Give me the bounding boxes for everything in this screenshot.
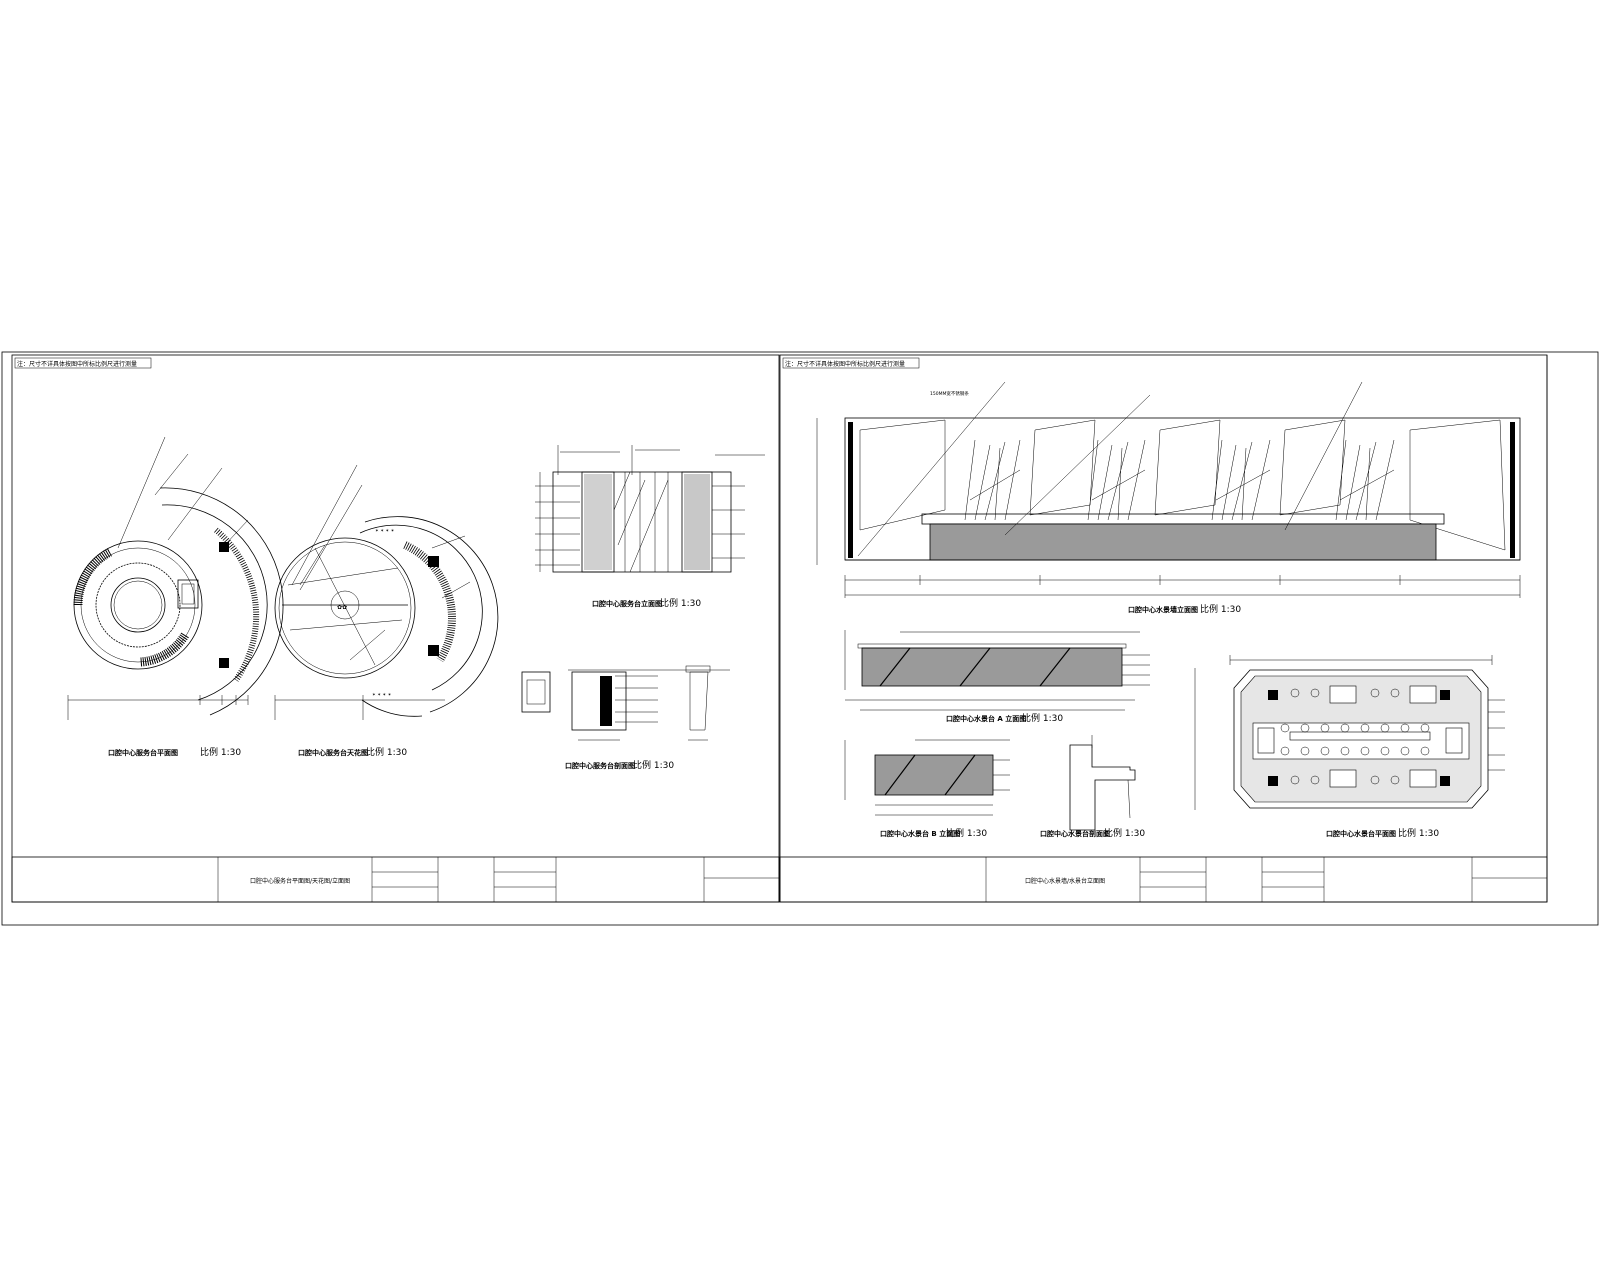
- caption-basin-b: 口腔中心水景台 B 立面图: [880, 829, 960, 838]
- sheet-1-note-box: [14, 357, 152, 369]
- caption-basin-plan: 口腔中心水景台平面图: [1326, 829, 1396, 838]
- water-wall-plant-3: [1211, 439, 1271, 521]
- reception-desk-plan: [67, 436, 284, 720]
- caption-desk-ceiling: 口腔中心服务台天花图: [298, 748, 368, 757]
- scale-basin-b: 比例 1:30: [946, 827, 987, 839]
- water-wall-plant-2: [1087, 439, 1146, 521]
- water-basin-elevation-a: [844, 630, 1150, 711]
- reception-desk-ceiling-plan: ✿✿ ✶ ✶ ✶ ✶ ✶ ✶ ✶ ✶: [274, 464, 499, 720]
- outer-frame: [1, 351, 1599, 926]
- sheet-2-note: 注：尺寸不详具体按图中所标比例尺进行测量: [785, 360, 905, 368]
- caption-basin-section: 口腔中心水景台剖面图: [1040, 829, 1110, 838]
- caption-water-wall: 口腔中心水景墙立面图: [1128, 605, 1198, 614]
- water-wall-plant-4: [1335, 439, 1395, 521]
- scale-basin-section: 比例 1:30: [1104, 827, 1145, 839]
- label-150mm-strip: 150MM宽不锈钢条: [930, 390, 969, 397]
- scale-desk-ceiling: 比例 1:30: [366, 746, 407, 758]
- water-wall-plant-1: [964, 439, 1021, 521]
- scale-basin-plan: 比例 1:30: [1398, 827, 1439, 839]
- sheet-1-frame: [11, 354, 780, 903]
- sheet-1-drawing-name: 口腔中心服务台平面图/天花图/立面图: [250, 877, 350, 885]
- water-basin-plan: [1194, 655, 1505, 810]
- svg-text:✿✿: ✿✿: [337, 604, 347, 611]
- caption-desk-elevation: 口腔中心服务台立面图: [592, 599, 662, 608]
- caption-desk-plan: 口腔中心服务台平面图: [108, 748, 178, 757]
- scale-basin-a: 比例 1:30: [1022, 712, 1063, 724]
- scale-desk-elevation: 比例 1:30: [660, 597, 701, 609]
- sheet-2-note-box: [782, 357, 920, 369]
- reception-desk-section: [521, 665, 730, 741]
- reception-desk-elevation: [535, 445, 765, 573]
- scale-water-wall: 比例 1:30: [1200, 603, 1241, 615]
- sheet-1-titleblock: 口腔中心服务台平面图/天花图/立面图: [11, 856, 780, 903]
- water-wall-elevation: [816, 381, 1521, 598]
- scale-desk-plan: 比例 1:30: [200, 746, 241, 758]
- scale-desk-section: 比例 1:30: [633, 759, 674, 771]
- svg-text:✶ ✶ ✶ ✶: ✶ ✶ ✶ ✶: [375, 528, 395, 534]
- water-basin-elevation-b: [844, 739, 1010, 816]
- sheet-2-drawing-name: 口腔中心水景墙/水景台立面图: [1025, 877, 1105, 885]
- svg-text:✶ ✶ ✶ ✶: ✶ ✶ ✶ ✶: [372, 692, 392, 698]
- water-basin-section: [1069, 735, 1136, 831]
- caption-basin-a: 口腔中心水景台 A 立面图: [946, 714, 1026, 723]
- caption-desk-section: 口腔中心服务台剖面图: [565, 761, 635, 770]
- sheet-2-titleblock: 口腔中心水景墙/水景台立面图: [779, 856, 1548, 903]
- sheet-2-frame: [779, 354, 1548, 903]
- sheet-1-note: 注：尺寸不详具体按图中所标比例尺进行测量: [17, 360, 137, 368]
